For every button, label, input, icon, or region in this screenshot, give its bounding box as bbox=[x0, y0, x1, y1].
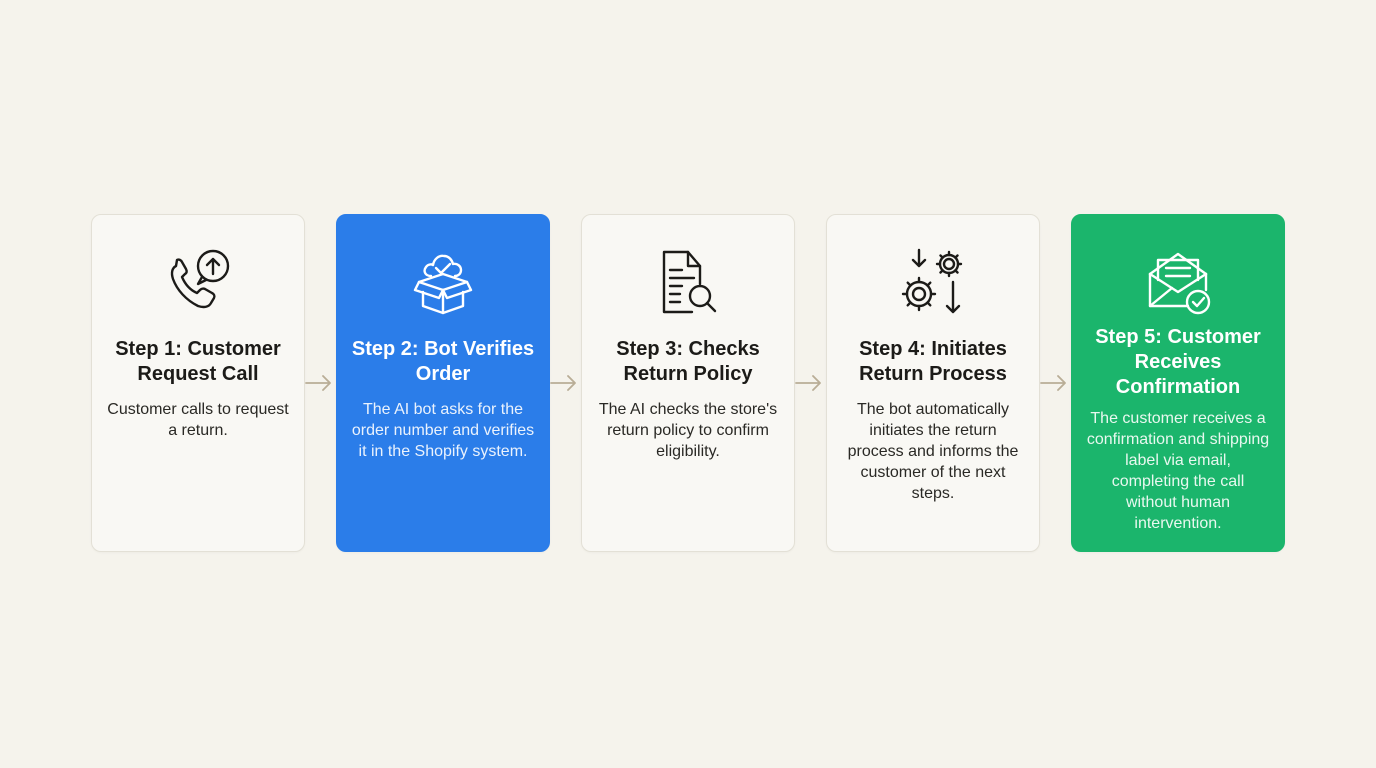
step-title: Step 3: Checks Return Policy bbox=[616, 338, 760, 385]
arrow-right-icon bbox=[1039, 374, 1067, 392]
step-title: Step 2: Bot Verifies Order bbox=[351, 338, 535, 385]
step-card-1: Step 1: Customer Request Call Customer c… bbox=[91, 214, 305, 552]
step-title: Step 1: Customer Request Call bbox=[115, 338, 281, 385]
gears-arrows-icon bbox=[827, 245, 1039, 319]
arrow-right-icon bbox=[549, 374, 577, 392]
arrow-right-icon bbox=[304, 374, 332, 392]
step-description: The AI bot asks for the order number and… bbox=[351, 401, 535, 460]
step-card-2: Step 2: Bot Verifies Order The AI bot as… bbox=[336, 214, 550, 552]
envelope-check-icon bbox=[1072, 245, 1284, 319]
step-title: Step 5: Customer Receives Confirmation bbox=[1095, 326, 1261, 398]
step-card-3: Step 3: Checks Return Policy The AI chec… bbox=[581, 214, 795, 552]
step-card-5: Step 5: Customer Receives Confirmation T… bbox=[1071, 214, 1285, 552]
cloud-box-check-icon bbox=[337, 245, 549, 319]
step-description: The customer receives a confirmation and… bbox=[1086, 410, 1270, 532]
step-description: The bot automatically initiates the retu… bbox=[847, 401, 1019, 502]
step-description: The AI checks the store's return policy … bbox=[598, 401, 778, 460]
document-search-icon bbox=[582, 245, 794, 319]
arrow-right-icon bbox=[794, 374, 822, 392]
step-description: Customer calls to request a return. bbox=[107, 401, 289, 439]
step-card-4: Step 4: Initiates Return Process The bot… bbox=[826, 214, 1040, 552]
phone-call-icon bbox=[92, 245, 304, 319]
step-title: Step 4: Initiates Return Process bbox=[859, 338, 1007, 385]
